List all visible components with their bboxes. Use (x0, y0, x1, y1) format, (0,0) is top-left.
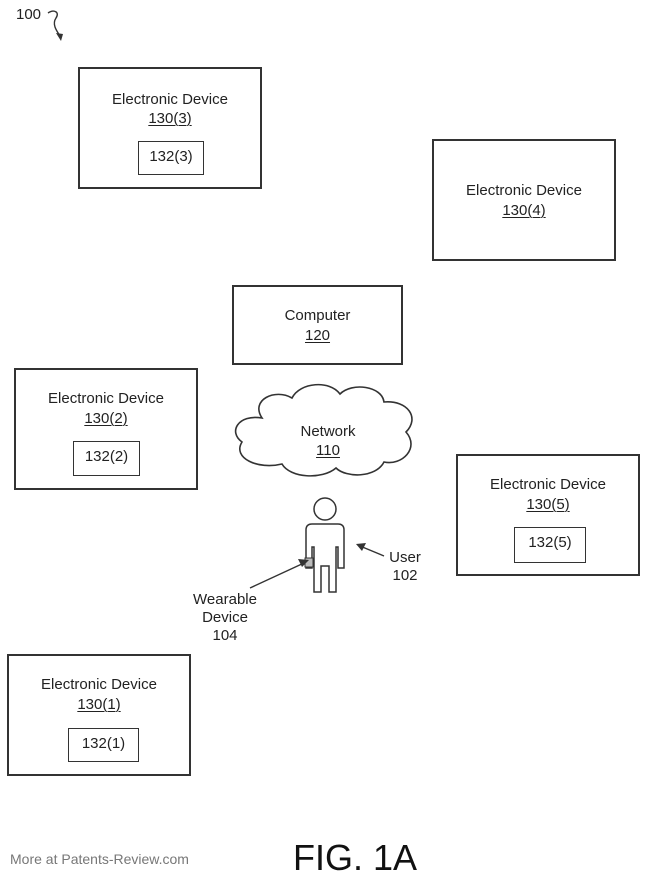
figure-ref-number: 100 (16, 6, 42, 23)
electronic-device-130-1: Electronic Device 130(1) 132(1) (7, 654, 191, 776)
wearable-arrow-line (249, 562, 305, 589)
ref-100-arrow (47, 10, 61, 37)
component-132-5: 132(5) (514, 527, 586, 563)
device-title: Electronic Device (490, 476, 606, 493)
user-arrow-line (359, 545, 385, 557)
user-ref: 102 (392, 567, 418, 584)
network-title: Network (300, 423, 356, 440)
electronic-device-130-3: Electronic Device 130(3) 132(3) (78, 67, 262, 189)
figure-caption: FIG. 1A (292, 837, 418, 878)
device-ref: 130(3) (148, 110, 192, 127)
wearable-arrowhead (298, 559, 309, 567)
component-132-3: 132(3) (138, 141, 204, 175)
user-label: User (389, 549, 421, 566)
device-ref: 130(2) (84, 410, 128, 427)
computer-ref: 120 (304, 327, 331, 344)
network-ref: 110 (316, 442, 340, 459)
electronic-device-130-4: Electronic Device 130(4) (432, 139, 616, 261)
device-title: Electronic Device (48, 390, 164, 407)
device-title: Electronic Device (41, 676, 157, 693)
component-132-2: 132(2) (73, 441, 140, 476)
computer-120: Computer 120 (232, 285, 403, 365)
device-ref: 130(4) (502, 202, 546, 219)
watermark: More at Patents-Review.com (10, 851, 189, 867)
device-title: Electronic Device (112, 91, 228, 108)
user-arrowhead (356, 543, 366, 551)
component-132-1: 132(1) (68, 728, 139, 762)
network-cloud (235, 383, 413, 477)
device-title: Electronic Device (466, 182, 582, 199)
wearable-ref: 104 (212, 627, 238, 644)
wearable-label-line1: Wearable (193, 591, 257, 608)
electronic-device-130-5: Electronic Device 130(5) 132(5) (456, 454, 640, 576)
wearable-label-line2: Device (202, 609, 248, 626)
computer-title: Computer (284, 307, 351, 324)
ref-100-arrowhead (56, 33, 63, 41)
device-ref: 130(1) (77, 696, 121, 713)
user-figure (305, 497, 345, 593)
electronic-device-130-2: Electronic Device 130(2) 132(2) (14, 368, 198, 490)
device-ref: 130(5) (526, 496, 570, 513)
